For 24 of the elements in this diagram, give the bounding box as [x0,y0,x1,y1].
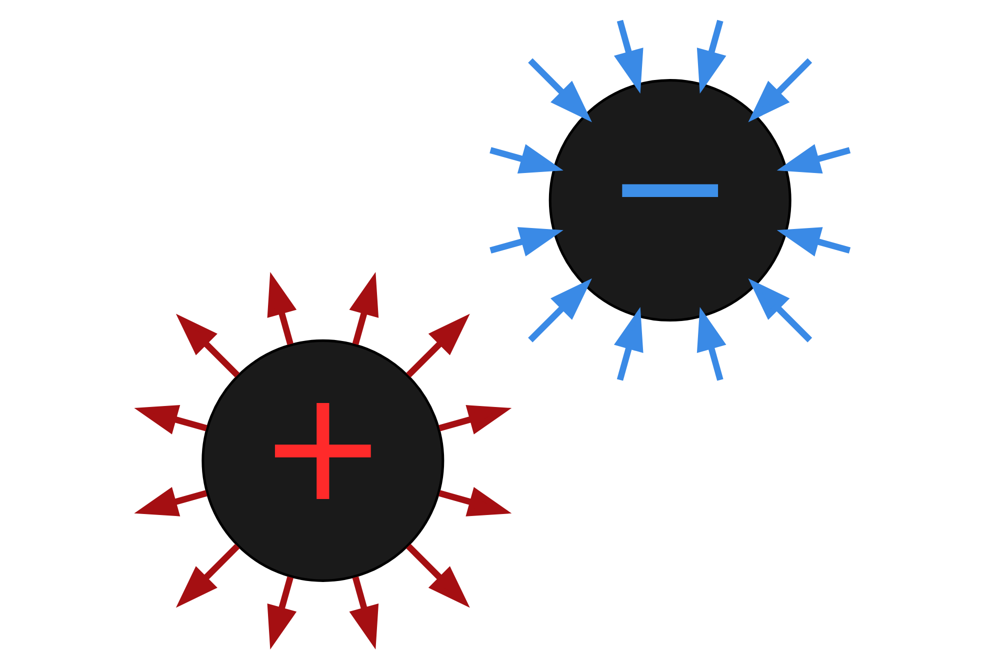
arrow [613,307,643,381]
arrow [489,227,563,256]
arrow [776,227,850,256]
arrow [748,58,812,122]
arrow [266,272,296,345]
arrow [175,544,240,608]
arrow [528,278,592,342]
arrow [489,144,563,174]
arrow [348,272,378,345]
arrow [528,58,592,122]
arrow [696,20,726,94]
arrow [134,405,207,434]
arrow [406,544,470,608]
arrow [438,405,512,434]
arrow [175,314,240,378]
arrow [696,307,726,381]
arrow [134,487,207,516]
arrow [438,487,512,516]
arrow [776,144,850,174]
arrow [348,576,378,650]
arrow [748,278,812,342]
arrow [406,314,470,378]
arrow [266,576,296,650]
arrow [613,20,643,94]
